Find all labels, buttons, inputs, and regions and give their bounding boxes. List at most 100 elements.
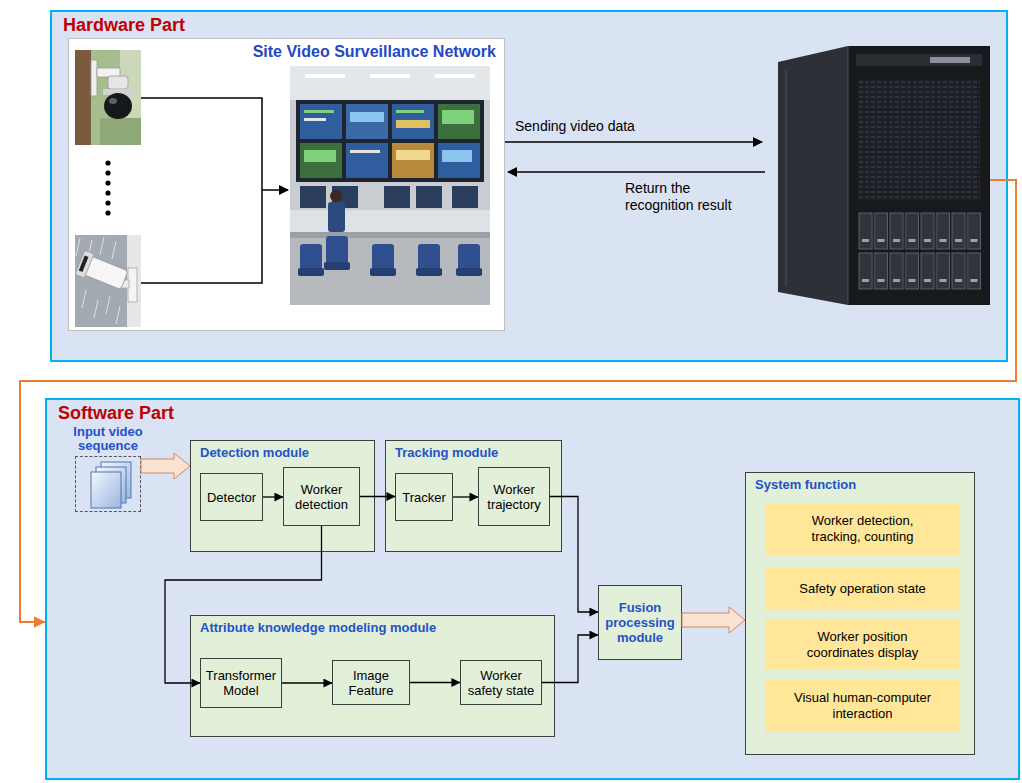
panel-title: Hardware Part xyxy=(63,15,1006,35)
video-arrows xyxy=(508,171,765,173)
control-room-photo xyxy=(416,268,442,276)
process-label: Image Feature xyxy=(333,668,409,698)
process-label: Tracker xyxy=(399,490,449,505)
control-room-photo xyxy=(435,74,475,78)
control-room-photo xyxy=(392,143,434,178)
server-photo xyxy=(856,54,982,66)
control-room-photo xyxy=(396,150,430,160)
control-room-photo xyxy=(346,104,388,139)
control-room-photo xyxy=(396,120,430,128)
function-item: Worker detection, tracking, counting xyxy=(765,503,960,555)
control-room-photo xyxy=(438,104,480,139)
fusion-label: Fusion processing module xyxy=(599,600,681,645)
more-cameras-dots xyxy=(105,200,110,205)
server-photo xyxy=(858,212,982,292)
module-box: Tracking moduleTracker Worker trajectory xyxy=(385,440,562,552)
input-label: Input video sequence xyxy=(63,425,153,453)
server-photo xyxy=(848,46,849,305)
module-title: Detection module xyxy=(200,445,374,461)
dome-camera-photo xyxy=(75,50,141,145)
control-room-photo xyxy=(370,268,396,276)
control-room-photo xyxy=(350,150,380,153)
connector xyxy=(165,526,322,683)
connector xyxy=(410,682,460,683)
more-cameras-dots xyxy=(105,190,110,195)
server-photo xyxy=(848,46,990,305)
video-arrows xyxy=(505,141,762,143)
control-room-photo xyxy=(298,268,324,276)
control-room-photo xyxy=(290,66,490,305)
part-panel: Software PartInput video sequenceDetecti… xyxy=(45,398,1020,780)
dome-camera-photo xyxy=(91,60,97,96)
process-box: Worker detection xyxy=(283,467,360,526)
bullet-camera-photo xyxy=(75,235,141,327)
dome-camera-photo xyxy=(75,50,141,145)
video-stack-icon xyxy=(91,462,131,508)
control-room-photo xyxy=(416,186,442,208)
process-box: Tracker xyxy=(395,473,453,521)
connector xyxy=(550,497,598,613)
server-photo xyxy=(785,70,787,286)
control-room-photo xyxy=(418,244,440,270)
control-room-photo xyxy=(290,210,490,234)
control-room-photo xyxy=(304,150,336,162)
connector xyxy=(20,180,1016,622)
process-box: Image Feature xyxy=(332,660,410,705)
process-label: Worker detection xyxy=(284,482,359,512)
more-cameras-dots xyxy=(105,160,110,215)
connector xyxy=(453,496,478,497)
control-room-photo xyxy=(456,268,482,276)
arrow-label: Return the recognition result xyxy=(625,180,753,214)
function-label: Worker position coordinates display xyxy=(765,629,960,661)
control-room-photo xyxy=(452,186,478,208)
control-room-photo xyxy=(290,238,490,305)
video-arrows xyxy=(505,142,765,172)
more-cameras-dots xyxy=(105,180,110,185)
module-title: System function xyxy=(755,477,974,493)
control-room-photo xyxy=(300,143,342,178)
process-box: Detector xyxy=(200,473,263,521)
control-room-photo xyxy=(300,186,326,208)
control-room-photo xyxy=(305,74,345,78)
control-room-photo xyxy=(458,244,480,270)
control-room-photo xyxy=(324,262,350,270)
camera-wiring xyxy=(262,189,288,191)
panel-title: Software Part xyxy=(58,403,1018,423)
module-title: Tracking module xyxy=(395,445,561,461)
bullet-camera-photo xyxy=(75,235,141,327)
dome-camera-photo xyxy=(104,93,132,119)
dome-camera-photo xyxy=(100,118,141,145)
control-room-photo xyxy=(396,110,424,113)
module-box: Detection moduleDetector Worker detection xyxy=(190,440,375,552)
server-photo xyxy=(858,80,980,200)
control-room-photo xyxy=(438,143,480,178)
function-item: Safety operation state xyxy=(765,567,960,610)
module-box: System functionWorker detection, trackin… xyxy=(745,472,975,755)
control-room-photo xyxy=(346,143,388,178)
control-room-photo xyxy=(326,236,348,264)
process-label: Worker trajectory xyxy=(479,482,549,512)
process-box: Worker trajectory xyxy=(478,467,550,526)
process-label: Detector xyxy=(204,490,259,505)
block-arrow xyxy=(682,607,745,633)
video-stack-icon xyxy=(91,472,121,508)
control-room-photo xyxy=(300,104,342,139)
control-room-photo xyxy=(328,202,345,232)
fusion-box: Fusion processing module xyxy=(598,585,682,660)
module-box: Attribute knowledge modeling moduleTrans… xyxy=(190,615,555,737)
control-room-photo xyxy=(372,244,394,270)
server-photo xyxy=(778,46,990,305)
connector xyxy=(263,496,283,497)
connector xyxy=(360,496,395,497)
function-label: Worker detection, tracking, counting xyxy=(765,513,960,545)
bullet-camera-photo xyxy=(75,250,94,278)
function-item: Worker position coordinates display xyxy=(765,620,960,670)
control-room-photo xyxy=(392,104,434,139)
connector xyxy=(542,635,598,683)
control-room-photo xyxy=(350,112,384,122)
label-anchor: Sending video data xyxy=(515,118,715,135)
network-title: Site Video Surveillance Network xyxy=(69,42,496,61)
bullet-camera-photo xyxy=(79,256,89,272)
process-label: Transformer Model xyxy=(201,668,281,698)
